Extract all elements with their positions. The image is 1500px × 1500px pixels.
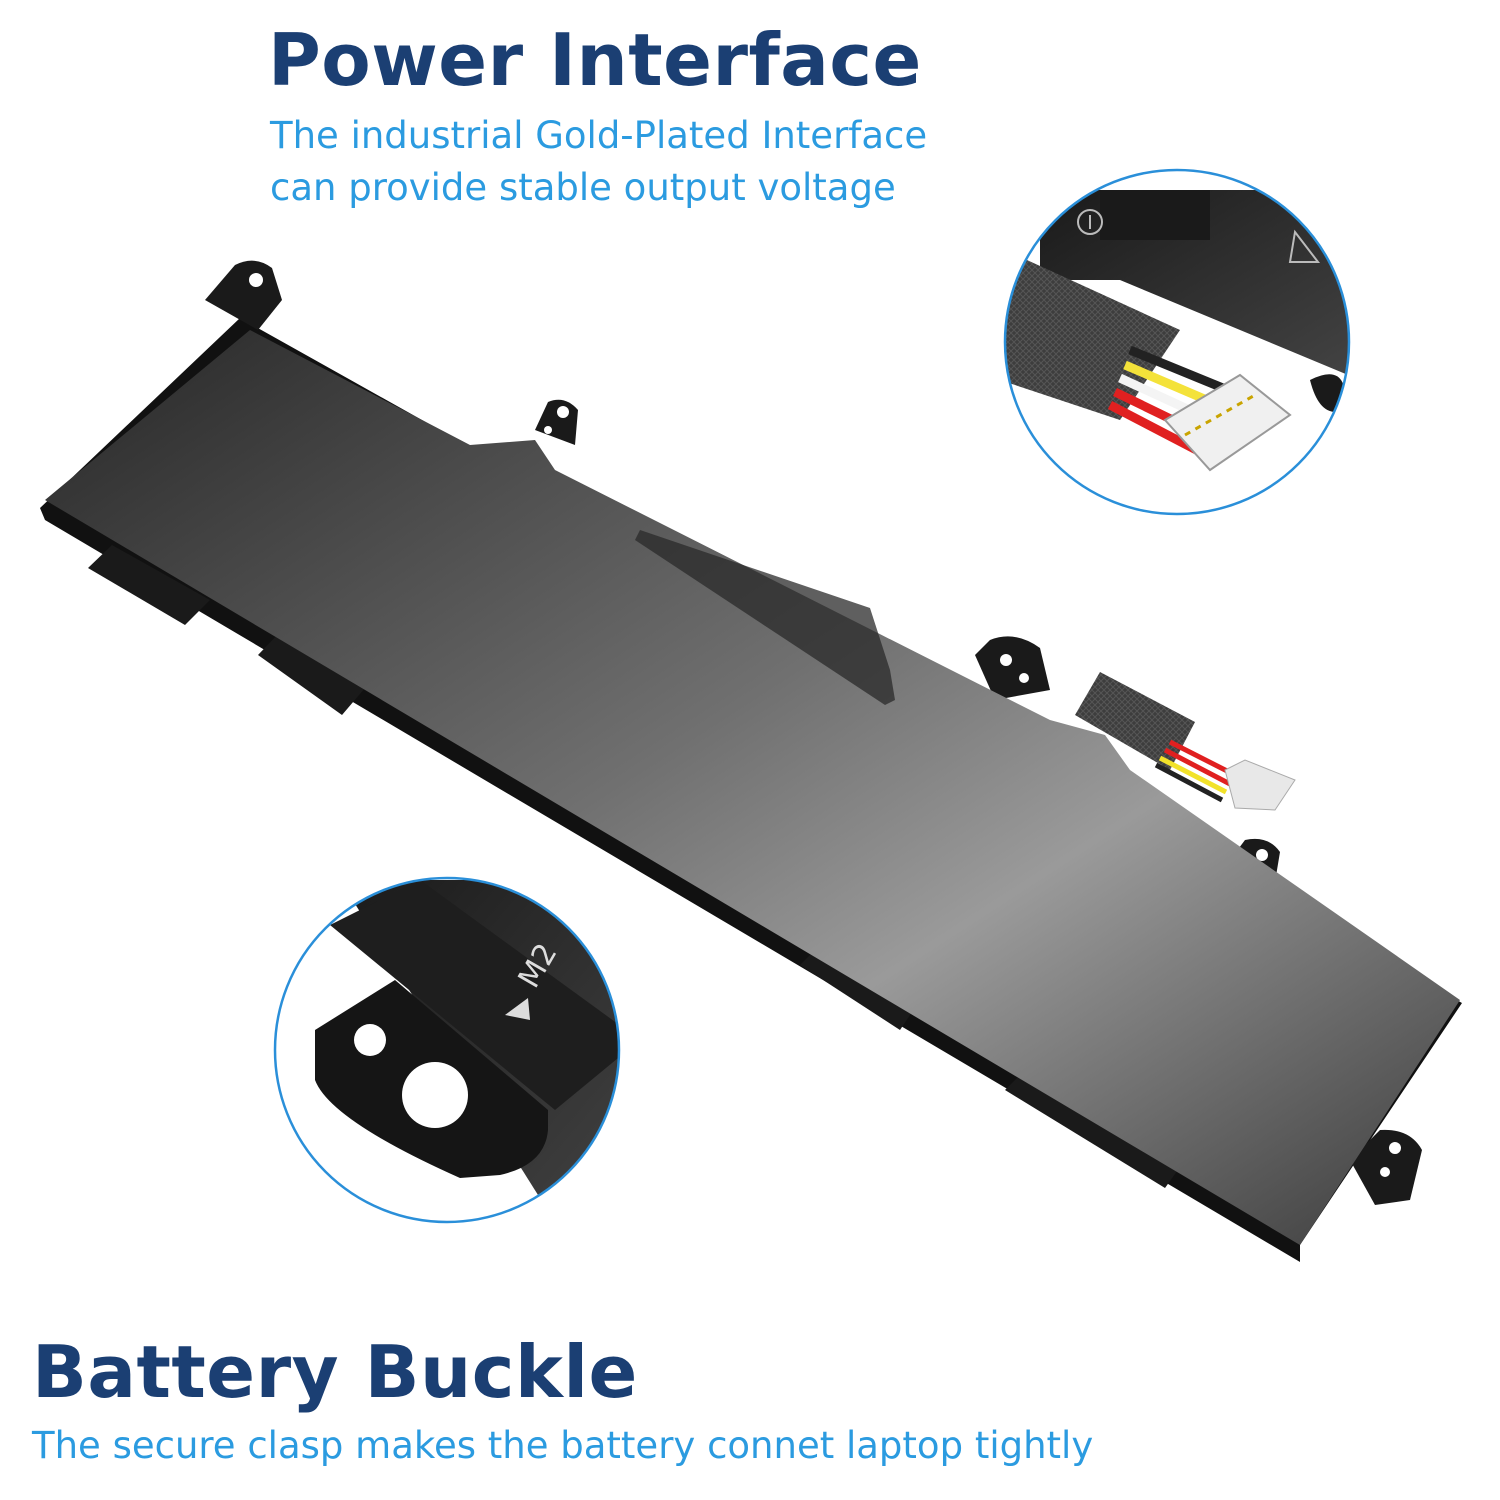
mounting-ear [975, 636, 1050, 700]
mounting-ear [205, 260, 282, 330]
description-line: The secure clasp makes the battery conne… [32, 1424, 1094, 1467]
description-line: The industrial Gold-Plated Interface [270, 114, 928, 157]
battery-tab [88, 545, 210, 625]
battery-top-face [45, 330, 1460, 1245]
battery-cable [1075, 672, 1296, 811]
battery-buckle-title: Battery Buckle [32, 1330, 638, 1414]
battery-buckle-description: The secure clasp makes the battery conne… [32, 1420, 1093, 1472]
power-connector-icon [1077, 209, 1103, 235]
mounting-ear [535, 399, 578, 445]
magnifier-battery-buckle: M2 [275, 878, 619, 1222]
magnifier-ring-bottom [273, 876, 621, 1224]
battery-groove [635, 530, 895, 705]
magnifier-ring-top [1003, 168, 1351, 516]
power-interface-title: Power Interface [268, 18, 922, 102]
warning-triangle-icon [1288, 229, 1321, 263]
power-interface-description: The industrial Gold-Plated Interface can… [270, 110, 927, 214]
mounting-ear [1350, 1129, 1422, 1205]
gold-plated-connector [1163, 373, 1292, 472]
magnifier-power-interface [1005, 170, 1349, 514]
battery-tab [258, 630, 365, 715]
description-line: can provide stable output voltage [270, 166, 896, 209]
arrow-marker-icon [505, 998, 530, 1020]
